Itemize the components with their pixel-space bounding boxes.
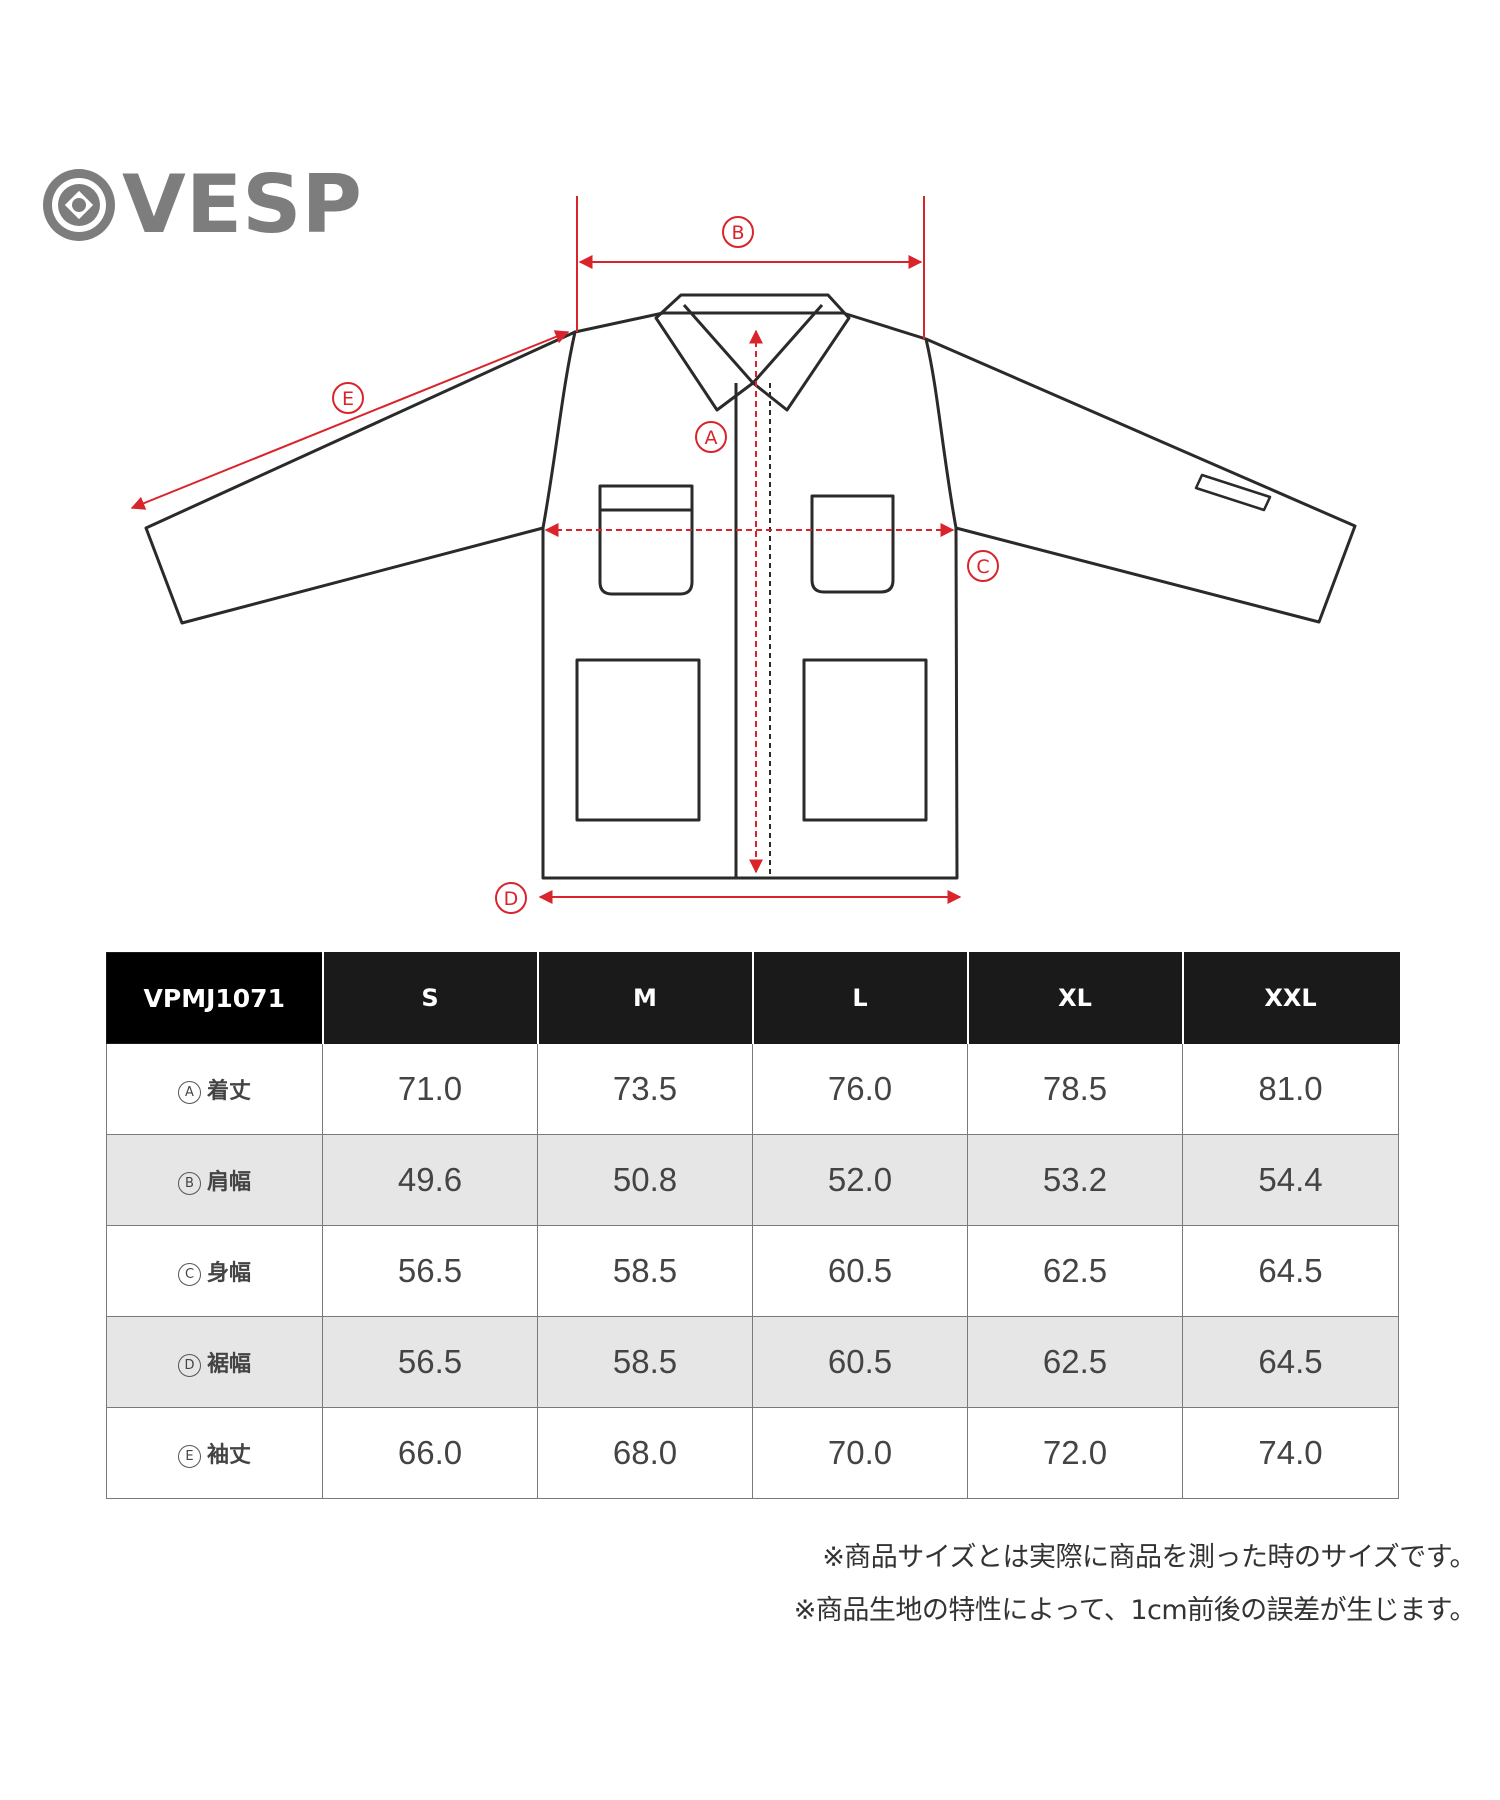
logo-emblem-icon — [43, 169, 115, 241]
row-marker: D — [177, 1353, 201, 1377]
table-cell: 62.5 — [967, 1225, 1183, 1317]
size-header-l: L — [752, 952, 969, 1044]
row-label-text: 着丈 — [206, 1079, 251, 1104]
svg-text:A: A — [705, 427, 718, 449]
table-cell: 81.0 — [1182, 1043, 1399, 1135]
svg-text:E: E — [342, 388, 354, 410]
table-cell: 64.5 — [1182, 1316, 1399, 1408]
row-marker: A — [177, 1080, 201, 1104]
table-cell: 52.0 — [752, 1134, 968, 1226]
table-cell: 60.5 — [752, 1316, 968, 1408]
marker-a: A — [695, 421, 727, 453]
row-label-text: 袖丈 — [206, 1443, 251, 1468]
table-cell: 73.5 — [537, 1043, 753, 1135]
size-header-xxl: XXL — [1182, 952, 1400, 1044]
row-marker: E — [177, 1444, 201, 1468]
table-cell: 71.0 — [322, 1043, 538, 1135]
table-cell: 53.2 — [967, 1134, 1183, 1226]
row-label-text: 裾幅 — [206, 1352, 251, 1377]
model-code: VPMJ1071 — [106, 952, 324, 1044]
logo-wordmark: VESP — [122, 160, 362, 250]
row-marker: C — [177, 1262, 201, 1286]
size-header-m: M — [537, 952, 754, 1044]
marker-c: C — [967, 550, 999, 582]
marker-e: E — [332, 382, 364, 414]
row-label-text: 肩幅 — [206, 1170, 251, 1195]
table-cell: 58.5 — [537, 1225, 753, 1317]
table-cell: 56.5 — [322, 1225, 538, 1317]
marker-d: D — [495, 882, 527, 914]
table-header-row: VPMJ1071 S M L XL XXL — [106, 952, 1400, 1044]
svg-text:C: C — [976, 556, 989, 578]
table-cell: 70.0 — [752, 1407, 968, 1499]
svg-text:D: D — [504, 888, 519, 910]
vesp-logo: VESP — [43, 160, 362, 250]
table-cell: 58.5 — [537, 1316, 753, 1408]
table-cell: 49.6 — [322, 1134, 538, 1226]
size-header-xl: XL — [967, 952, 1184, 1044]
row-marker: B — [177, 1171, 201, 1195]
table-cell: 56.5 — [322, 1316, 538, 1408]
table-cell: 60.5 — [752, 1225, 968, 1317]
table-cell: 72.0 — [967, 1407, 1183, 1499]
marker-b: B — [722, 216, 754, 248]
row-label-text: 身幅 — [206, 1261, 251, 1286]
table-cell: 74.0 — [1182, 1407, 1399, 1499]
table-cell: 66.0 — [322, 1407, 538, 1499]
table-cell: 62.5 — [967, 1316, 1183, 1408]
tolerance-note: ※商品生地の特性によって、1cm前後の誤差が生じます。 — [793, 1595, 1477, 1626]
size-note: ※商品サイズとは実際に商品を測った時のサイズです。 — [822, 1542, 1476, 1573]
table-cell: 50.8 — [537, 1134, 753, 1226]
dimension-markers: B A C D E — [332, 216, 999, 914]
dimension-lines — [130, 196, 962, 904]
table-cell: 54.4 — [1182, 1134, 1399, 1226]
jacket-diagram: B A C D E — [130, 196, 1357, 914]
table-cell: 68.0 — [537, 1407, 753, 1499]
jacket-outline — [144, 293, 1357, 880]
size-header-s: S — [322, 952, 539, 1044]
table-cell: 76.0 — [752, 1043, 968, 1135]
table-cell: 78.5 — [967, 1043, 1183, 1135]
svg-text:B: B — [731, 222, 744, 244]
table-cell: 64.5 — [1182, 1225, 1399, 1317]
